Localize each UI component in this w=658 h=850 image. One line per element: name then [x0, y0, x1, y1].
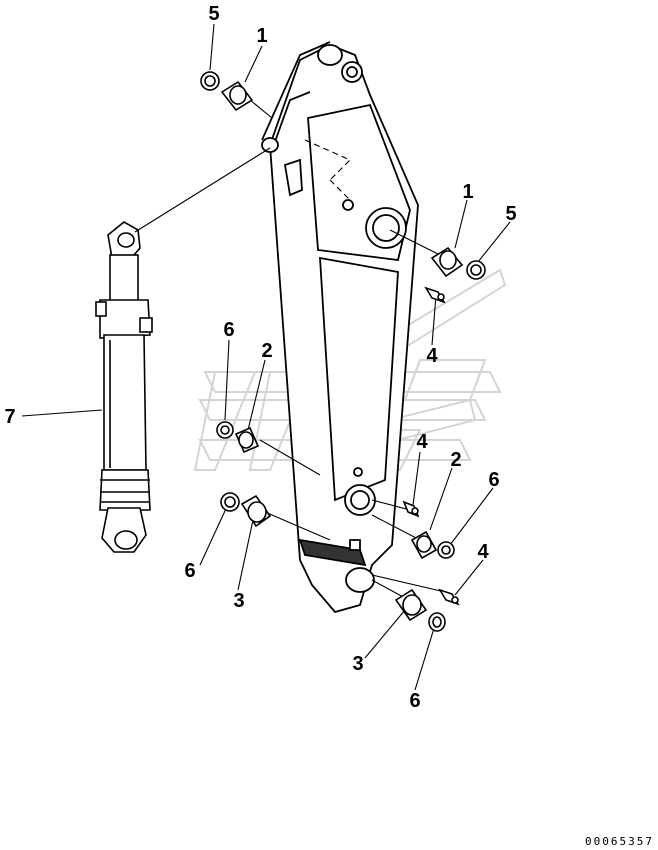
bushing-part-2-left [234, 426, 260, 454]
callout-6-upper: 6 [223, 319, 234, 341]
callout-3-left: 3 [233, 590, 244, 612]
callout-3-right: 3 [352, 653, 363, 675]
excavator-arm [261, 41, 419, 614]
callout-4-bottom: 4 [477, 541, 489, 563]
callout-1-top: 1 [256, 25, 267, 47]
hydraulic-cylinder [95, 221, 153, 553]
callout-2-right: 2 [450, 449, 461, 471]
leader-lines [21, 23, 511, 691]
seal-part-6-bottom [428, 612, 446, 632]
grease-fitting-4-mid [402, 500, 420, 518]
bushing-part-1-right [430, 246, 464, 278]
seal-part-6-upper [216, 421, 234, 439]
callout-5-right: 5 [505, 203, 516, 225]
bushing-part-3-left [240, 494, 272, 528]
callout-7: 7 [4, 406, 15, 428]
callout-labels: 5 1 1 5 4 6 2 7 4 2 6 6 3 4 3 6 [4, 3, 516, 712]
callout-6-right: 6 [488, 469, 499, 491]
seal-part-6-right [437, 541, 455, 559]
seal-part-5-top [200, 71, 220, 91]
callout-6-left: 6 [184, 560, 195, 582]
parts [200, 71, 486, 632]
bushing-part-2-right [410, 530, 438, 560]
bushing-part-3-right [394, 588, 428, 622]
callout-6-bottom: 6 [409, 690, 420, 712]
callout-2-left: 2 [261, 340, 272, 362]
bushing-part-1-top [220, 80, 254, 112]
callout-4-top: 4 [426, 345, 438, 367]
grease-fitting-4-top [424, 286, 446, 304]
callout-1-right: 1 [462, 181, 473, 203]
seal-part-6-left [220, 492, 240, 512]
grease-fitting-4-bottom [438, 588, 460, 606]
seal-part-5-right [466, 260, 486, 280]
document-number: 00065357 [585, 835, 654, 848]
callout-5-top: 5 [208, 3, 219, 25]
callout-4-mid: 4 [416, 431, 428, 453]
